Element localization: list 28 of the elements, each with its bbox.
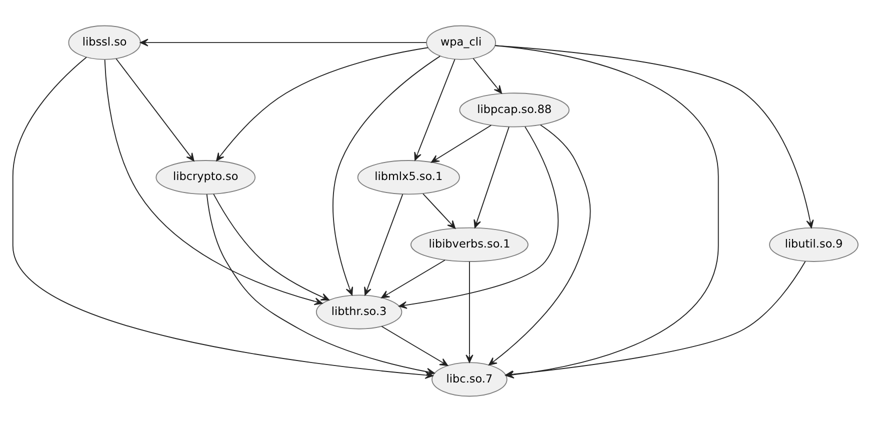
node-ellipse: libpcap.so.88 — [459, 92, 570, 128]
arrow — [494, 45, 814, 228]
arrow — [472, 58, 502, 94]
arrow — [381, 260, 446, 298]
arrow — [364, 194, 404, 296]
node-ellipse: libthr.so.3 — [316, 294, 402, 330]
node-ellipse: libssl.so — [68, 25, 141, 60]
arrow — [104, 59, 323, 306]
node-ellipse: libcrypto.so — [156, 160, 256, 195]
node-ellipse: wpa_cli — [426, 25, 496, 60]
arrow — [332, 56, 441, 296]
node-ellipse: libc.so.7 — [432, 362, 508, 397]
arrow — [488, 124, 591, 366]
arrow — [206, 194, 435, 376]
arrow — [381, 326, 448, 366]
arrow — [216, 47, 429, 162]
arrow — [116, 58, 194, 162]
node-ellipse: libibverbs.so.1 — [410, 227, 528, 262]
node-ellipse: libutil.so.9 — [769, 227, 858, 262]
node-ellipse: libmlx5.so.1 — [357, 160, 460, 195]
arrow — [213, 194, 330, 300]
arrow — [466, 261, 474, 363]
arrow — [398, 126, 558, 309]
arrow — [140, 38, 427, 46]
arrow — [430, 124, 492, 163]
arrow — [474, 126, 510, 228]
arrow — [422, 193, 456, 229]
arrow — [414, 58, 456, 161]
